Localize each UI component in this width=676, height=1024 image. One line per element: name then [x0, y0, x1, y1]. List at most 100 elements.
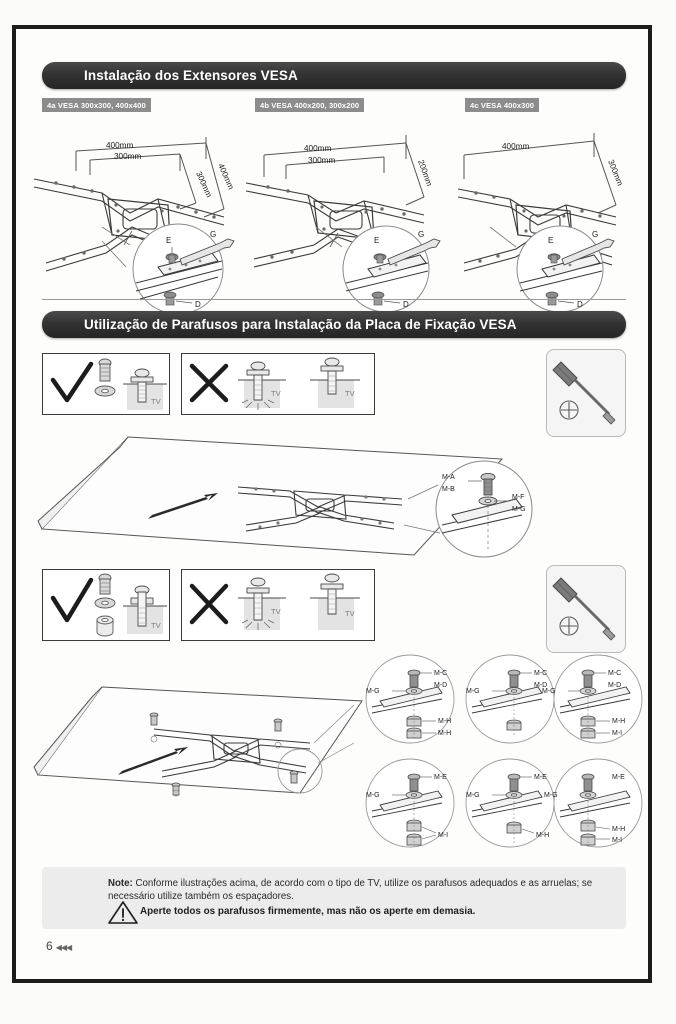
label-M-G-1: M-G — [366, 688, 380, 695]
tv-label-bad1b: TV — [345, 389, 355, 398]
screwdriver-icon — [552, 577, 616, 641]
section-title-screw-usage-label: Utilização de Parafusos para Instalação … — [84, 317, 517, 332]
callout-label-G-4b: G — [418, 230, 424, 239]
tool-box-screwdriver-row1 — [546, 349, 626, 437]
dimension-top-outer-4a: 400mm — [106, 141, 133, 150]
direction-arrow-icon — [148, 493, 218, 519]
label-M-G-6: M-G — [544, 792, 558, 799]
detail-circle-lower-6: M-H M-I M-E M-G — [544, 758, 643, 849]
warning-triangle-icon — [108, 901, 138, 924]
detail-circle-lower-3: M-C M-D M-G M-H M-I — [542, 654, 643, 744]
page-content: Instalação dos Extensores VESA 4a VESA 3… — [18, 31, 646, 977]
phillips-head-icon — [559, 400, 579, 420]
callout-bolt-D-4a — [163, 291, 193, 306]
label-M-H-6: M-H — [612, 826, 625, 833]
callout-bolt-E-4a — [165, 247, 179, 264]
detail-circle-lower-2: M-C M-D M-G — [465, 654, 555, 744]
mounting-illustration-lower: M-C M-D M-G M-H M-H — [32, 643, 643, 855]
detail-label-M-F: M-F — [512, 494, 524, 501]
label-M-I-4: M-I — [438, 832, 448, 839]
tv-label-good2: TV — [151, 621, 161, 630]
callout-wrench-G-4b — [387, 238, 441, 266]
dimension-side-outer-4a: 400mm — [216, 162, 235, 191]
label-M-H-1a: M-H — [438, 718, 451, 725]
note-line-2: Aperte todos os parafusos firmemente, ma… — [140, 906, 476, 917]
label-M-C-3: M-C — [608, 670, 621, 677]
panel-caption-4b: 4b VESA 400x200, 300x200 — [255, 98, 365, 112]
dimension-side-inner-4a: 300mm — [194, 170, 213, 199]
dimension-top-inner-4a: 300mm — [114, 152, 141, 161]
tv-label-good1: TV — [151, 397, 161, 406]
mounted-screw-correct — [130, 368, 154, 403]
screw-icon — [98, 573, 112, 595]
plate-bolts — [149, 712, 299, 796]
callout-label-E-4c: E — [548, 236, 553, 245]
detail-label-M-A: M-A — [442, 474, 455, 481]
check-icon — [50, 361, 94, 403]
label-M-I-3: M-I — [612, 730, 622, 737]
screw-too-short — [320, 357, 344, 395]
callout-bolt-D-4c — [545, 291, 575, 306]
label-M-E-4: M-E — [434, 774, 447, 781]
screw-too-long — [246, 361, 270, 401]
direction-arrow-icon — [118, 747, 188, 775]
note-box: Note: Conforme ilustrações acima, de aco… — [42, 867, 626, 929]
label-M-D-2: M-D — [534, 682, 547, 689]
label-M-E-5: M-E — [534, 774, 547, 781]
mounted-screw-correct — [130, 585, 154, 627]
note-text-1: Conforme ilustrações acima, de acordo co… — [108, 878, 593, 902]
check-icon — [50, 577, 94, 623]
section-title-vesa-extenders-label: Instalação dos Extensores VESA — [84, 68, 298, 83]
screw-icon — [98, 358, 112, 382]
screw-too-short — [320, 573, 344, 615]
callout-wrench-G-4c — [561, 238, 615, 266]
label-M-C-1: M-C — [434, 670, 447, 677]
label-M-G-3: M-G — [542, 688, 556, 695]
dimension-top-inner-4b: 300mm — [308, 156, 335, 165]
label-M-E-6: M-E — [612, 774, 625, 781]
panel-caption-4c: 4c VESA 400x300 — [465, 98, 540, 112]
panel-caption-4a: 4a VESA 300x300, 400x400 — [42, 98, 151, 112]
detail-circle-lower-4: M-E M-G M-I — [365, 758, 455, 848]
callout-bolt-D-4b — [371, 291, 401, 306]
label-M-D-1: M-D — [434, 682, 447, 689]
good-example-box-row1: TV — [42, 353, 170, 415]
detail-label-M-B: M-B — [442, 486, 455, 493]
label-M-D-3: M-D — [608, 682, 621, 689]
bad-example-box-row2: TV TV — [181, 569, 375, 641]
bad-example-box-row1: TV TV — [181, 353, 375, 415]
good-example-box-row2: TV — [42, 569, 170, 641]
dimension-top-outer-4b: 400mm — [304, 144, 331, 153]
callout-label-D-4b: D — [403, 300, 409, 309]
dimension-side-outer-4c: 300mm — [606, 158, 625, 187]
label-M-H-5: M-H — [536, 832, 549, 839]
label-M-H-3: M-H — [612, 718, 625, 725]
label-M-G-5: M-G — [466, 792, 480, 799]
note-line-1: Note: Conforme ilustrações acima, de aco… — [108, 877, 608, 903]
page-marker-icon: ◀◀◀ — [55, 943, 73, 952]
callout-label-E-4a: E — [166, 236, 171, 245]
detail-circle-lower-1: M-C M-D M-G M-H M-H — [365, 654, 455, 744]
label-M-G-4: M-G — [366, 792, 380, 799]
tv-label-bad2a: TV — [271, 607, 281, 616]
callout-label-G-4c: G — [592, 230, 598, 239]
mounting-illustration-upper: M-A M-B M-F M-G — [32, 429, 632, 567]
screwdriver-icon — [552, 361, 616, 425]
cross-icon — [189, 363, 229, 403]
detail-circle-lower-5: M-E M-G M-H — [465, 758, 555, 848]
washer-icon — [94, 385, 116, 397]
callout-label-D-4c: D — [577, 300, 583, 309]
note-label: Note: — [108, 878, 133, 889]
section-divider — [42, 299, 626, 300]
callout-label-D-4a: D — [195, 300, 201, 309]
washer-icon — [94, 597, 116, 609]
dimension-side-outer-4b: 200mm — [416, 159, 434, 188]
cross-icon — [189, 583, 229, 625]
label-M-H-1b: M-H — [438, 730, 451, 737]
label-M-C-2: M-C — [534, 670, 547, 677]
callout-bolt-E-4b — [373, 253, 387, 264]
tool-box-screwdriver-row2 — [546, 565, 626, 653]
section-title-vesa-extenders: Instalação dos Extensores VESA — [42, 62, 626, 89]
tv-label-bad2b: TV — [345, 609, 355, 618]
tv-label-bad1a: TV — [271, 389, 281, 398]
